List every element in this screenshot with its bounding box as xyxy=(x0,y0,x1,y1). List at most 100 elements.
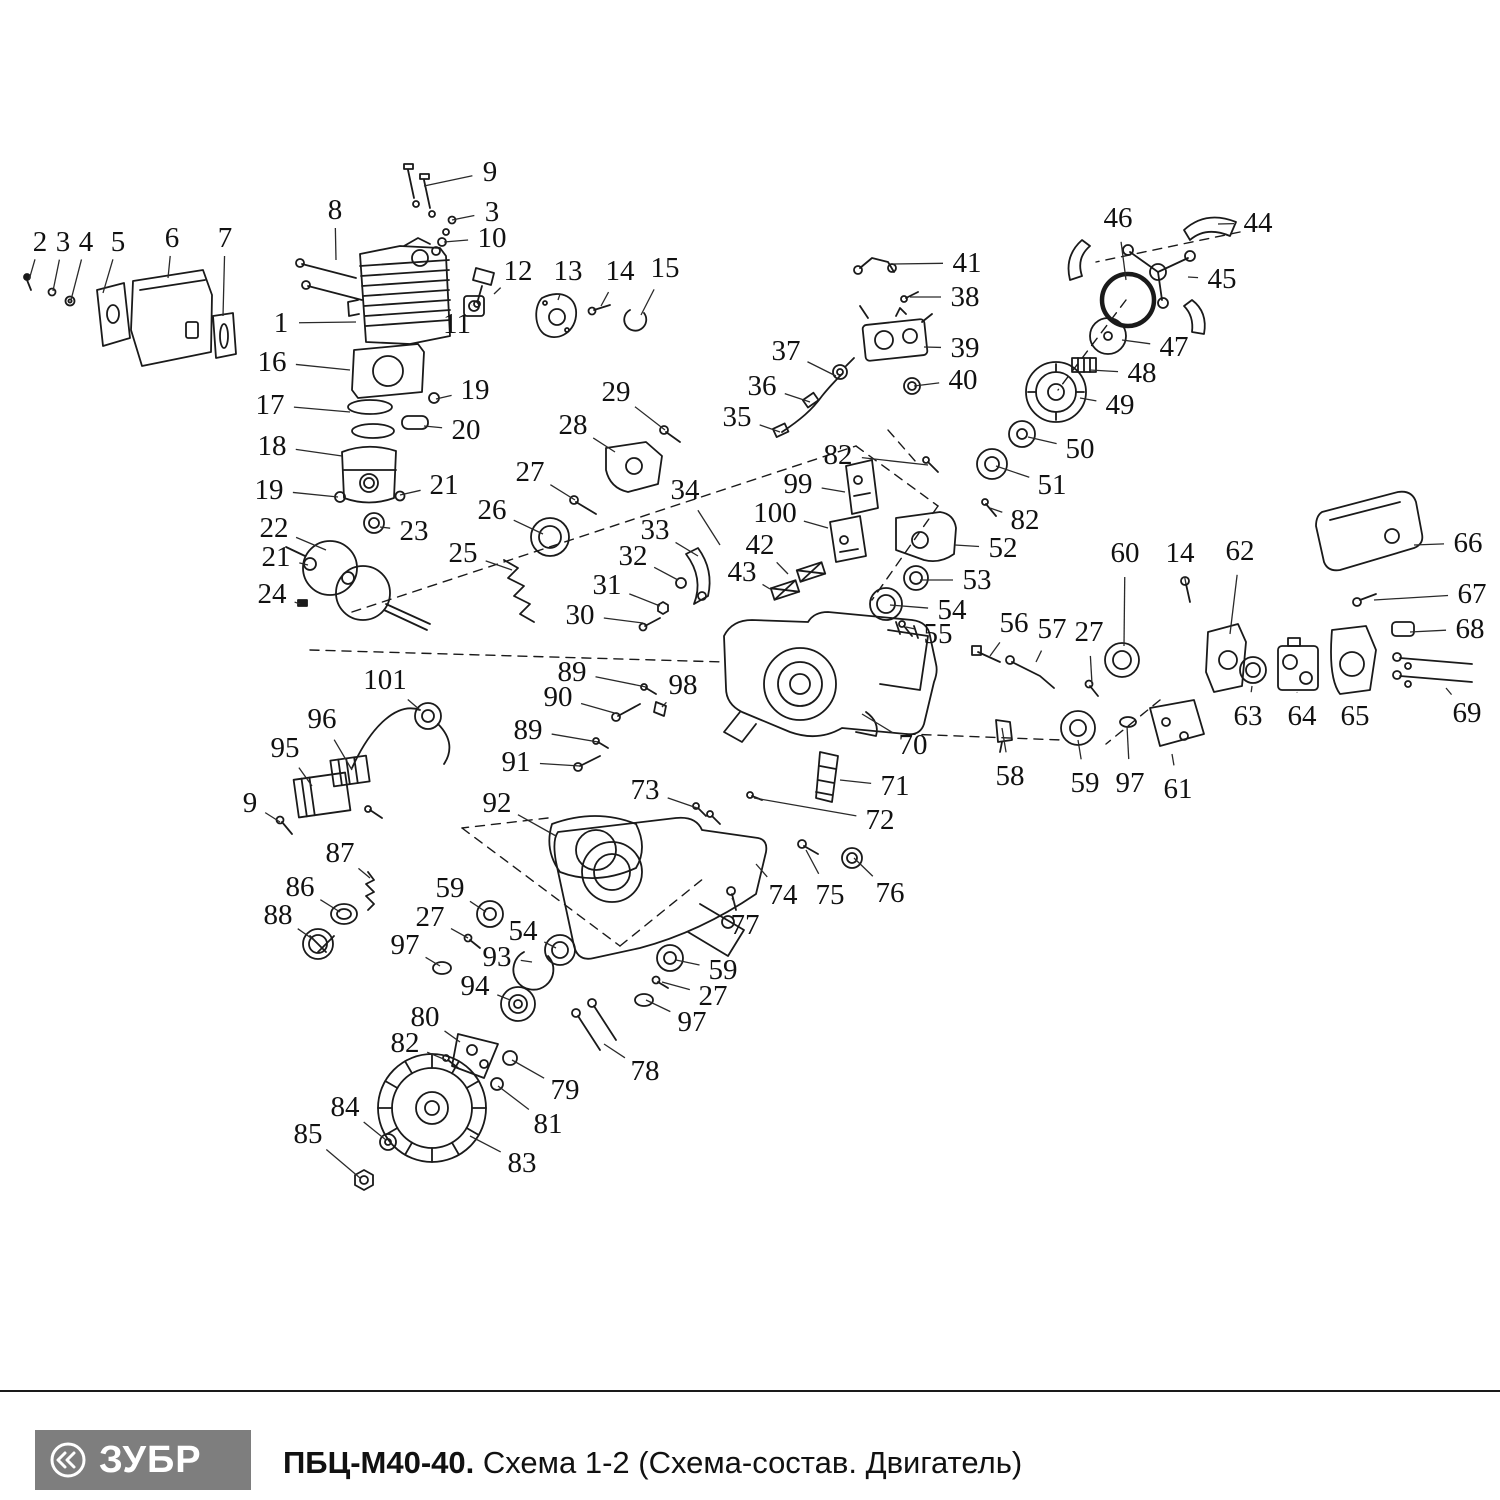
part-number-label: 72 xyxy=(866,804,895,836)
part-number-label: 58 xyxy=(996,760,1025,792)
part-number-label: 89 xyxy=(514,714,543,746)
part-number-label: 15 xyxy=(651,252,680,284)
part-number-label: 3 xyxy=(485,196,500,228)
part-number-label: 19 xyxy=(255,474,284,506)
leader-line xyxy=(1409,629,1447,633)
part-number-label: 79 xyxy=(551,1074,580,1106)
leader-line xyxy=(293,406,351,413)
leader-line xyxy=(807,361,837,377)
part-number-label: 8 xyxy=(328,194,343,226)
leader-line xyxy=(1079,397,1097,402)
part-number-label: 32 xyxy=(619,540,648,572)
part-number-label: 66 xyxy=(1454,527,1483,559)
part-number-label: 10 xyxy=(478,222,507,254)
leader-line xyxy=(592,437,616,453)
leader-line xyxy=(753,797,857,817)
crankcase-lower xyxy=(548,802,863,960)
part-number-label: 4 xyxy=(79,226,94,258)
part-number-label: 28 xyxy=(559,409,588,441)
leader-line xyxy=(295,363,351,371)
leader-line xyxy=(1077,739,1082,760)
part-number-label: 12 xyxy=(504,255,533,287)
leader-line xyxy=(629,593,661,607)
leader-line xyxy=(399,489,421,496)
leader-line xyxy=(28,259,36,281)
part-number-label: 83 xyxy=(508,1147,537,1179)
leader-line xyxy=(70,259,83,301)
part-number-label: 45 xyxy=(1208,263,1237,295)
leader-line xyxy=(451,214,475,221)
part-number-label: 88 xyxy=(264,899,293,931)
leader-line xyxy=(784,392,811,403)
leader-line xyxy=(661,981,691,991)
leader-line xyxy=(595,676,647,688)
leader-line xyxy=(1089,655,1093,685)
leader-line xyxy=(675,959,700,966)
part-number-label: 16 xyxy=(258,346,287,378)
leader-line xyxy=(1250,685,1253,693)
part-number-label: 44 xyxy=(1244,207,1274,239)
leader-line xyxy=(334,227,337,261)
part-number-label: 93 xyxy=(483,941,512,973)
part-number-label: 73 xyxy=(631,774,660,806)
part-number-label: 30 xyxy=(566,599,595,631)
leader-line xyxy=(889,604,929,609)
part-number-label: 19 xyxy=(461,374,490,406)
leader-line xyxy=(1126,725,1130,760)
part-number-label: 11 xyxy=(443,308,471,340)
model-number: ПБЦ-М40-40. xyxy=(283,1445,475,1480)
leader-line xyxy=(292,491,339,498)
leader-line xyxy=(426,1051,447,1061)
leader-line xyxy=(485,560,513,571)
leader-line xyxy=(675,541,699,557)
leader-line xyxy=(762,583,771,590)
carburetor-assembly xyxy=(853,257,933,395)
part-number-label: 69 xyxy=(1453,697,1482,729)
part-number-label: 59 xyxy=(709,954,738,986)
part-number-label: 5 xyxy=(111,226,126,258)
leader-line xyxy=(299,562,309,566)
leader-line xyxy=(645,999,671,1013)
part-number-label: 9 xyxy=(483,156,498,188)
part-number-label: 87 xyxy=(326,837,355,869)
part-number-label: 96 xyxy=(308,703,337,735)
leader-line xyxy=(1123,576,1126,647)
part-number-label: 61 xyxy=(1164,773,1193,805)
schema-subtitle: Схема 1-2 (Схема-состав. Двигатель) xyxy=(474,1445,1023,1480)
part-number-label: 22 xyxy=(260,512,289,544)
part-number-label: 18 xyxy=(258,430,287,462)
cylinder-assembly xyxy=(295,163,648,345)
part-number-label: 82 xyxy=(391,1027,420,1059)
muffler-assembly xyxy=(23,269,237,367)
part-number-label: 74 xyxy=(769,879,799,911)
leader-line xyxy=(603,617,644,624)
part-number-label: 54 xyxy=(509,915,539,947)
part-number-label: 54 xyxy=(938,594,968,626)
leader-line xyxy=(892,262,944,265)
leader-line xyxy=(444,1030,461,1043)
part-number-label: 94 xyxy=(461,970,491,1002)
crankcase-upper xyxy=(573,611,938,772)
leader-line xyxy=(954,544,980,548)
leader-line xyxy=(1027,436,1057,445)
part-number-label: 48 xyxy=(1128,357,1157,389)
part-number-label: 80 xyxy=(411,1001,440,1033)
part-number-label: 23 xyxy=(400,515,429,547)
part-number-label: 60 xyxy=(1111,537,1140,569)
clutch-right xyxy=(971,642,1205,753)
leader-line xyxy=(989,507,1003,513)
leader-line xyxy=(755,863,768,878)
part-number-label: 20 xyxy=(452,414,481,446)
leader-line xyxy=(517,814,557,837)
leader-line xyxy=(776,561,789,575)
leader-line xyxy=(861,713,893,734)
leader-line xyxy=(520,959,533,963)
part-number-label: 56 xyxy=(1000,607,1029,639)
leader-line xyxy=(325,1149,361,1179)
part-number-label: 57 xyxy=(1038,613,1067,645)
part-number-label: 89 xyxy=(558,656,587,688)
part-number-label: 34 xyxy=(671,474,701,506)
part-number-label: 64 xyxy=(1288,700,1318,732)
